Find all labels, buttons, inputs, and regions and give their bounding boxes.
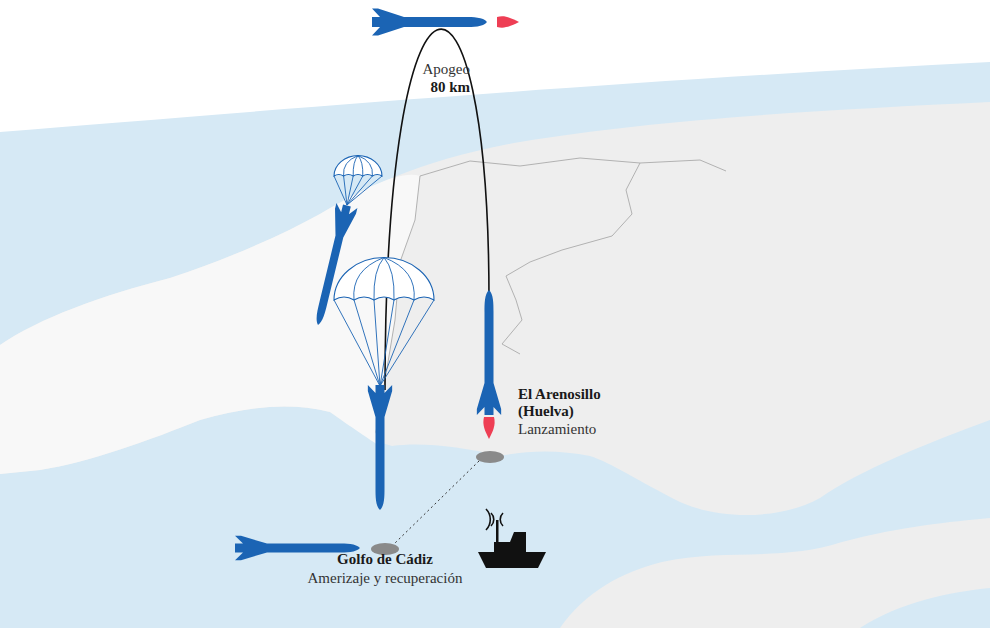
canopy [334, 258, 434, 300]
parachute [334, 156, 382, 205]
rocket-flame [483, 417, 494, 439]
shroud-line [347, 176, 372, 205]
ship-hull [478, 552, 546, 568]
canopy [334, 156, 382, 176]
trajectory-arc [385, 29, 489, 390]
map-label: Lanzamiento [518, 421, 596, 438]
launch-site-marker [476, 451, 504, 463]
map-label: El Arenosillo (Huelva) [518, 386, 622, 420]
shroud-line [344, 176, 347, 205]
map-label: Apogeo [423, 61, 471, 78]
shroud-line [334, 300, 380, 386]
signal-wave [500, 513, 503, 526]
map-label: Amerizaje y recuperación [308, 570, 463, 587]
shroud-line [374, 300, 380, 386]
mediterranean-sea [860, 588, 990, 628]
rocket [477, 290, 501, 415]
canopy-gore [358, 156, 373, 176]
portugal-land [0, 175, 420, 474]
sea [0, 62, 990, 628]
signal-wave [486, 509, 490, 530]
canopy-gore [354, 258, 384, 301]
shroud-line [380, 300, 414, 386]
iberian-land [0, 102, 990, 515]
rocket [308, 203, 358, 328]
rocket [372, 9, 487, 36]
rockets [235, 9, 519, 561]
border-lines [376, 158, 726, 446]
shroud-line [380, 300, 394, 386]
canopy-gore [374, 258, 384, 301]
map-label: 80 km [430, 79, 470, 96]
canopy-gore [384, 258, 394, 301]
shroud-line [347, 176, 382, 205]
canopy-gore [343, 156, 358, 176]
african-land [560, 518, 990, 628]
canopy-gore [353, 156, 358, 176]
border-line [420, 158, 726, 176]
ship-icon [478, 509, 546, 568]
map-label: Golfo de Cádiz [337, 551, 433, 568]
parachute [334, 258, 434, 387]
ship-cabin [494, 532, 526, 552]
tracking-line [394, 461, 479, 544]
canopy-gore [384, 258, 414, 301]
shroud-line [380, 300, 434, 386]
shroud-line [334, 176, 347, 205]
canopy-gore [358, 156, 363, 176]
shroud-line [347, 176, 363, 205]
signal-wave [491, 513, 494, 526]
shroud-line [354, 300, 380, 386]
border-line [502, 163, 640, 354]
rocket-flame [497, 16, 519, 27]
rocket [368, 385, 392, 510]
ship-mast [496, 520, 499, 542]
